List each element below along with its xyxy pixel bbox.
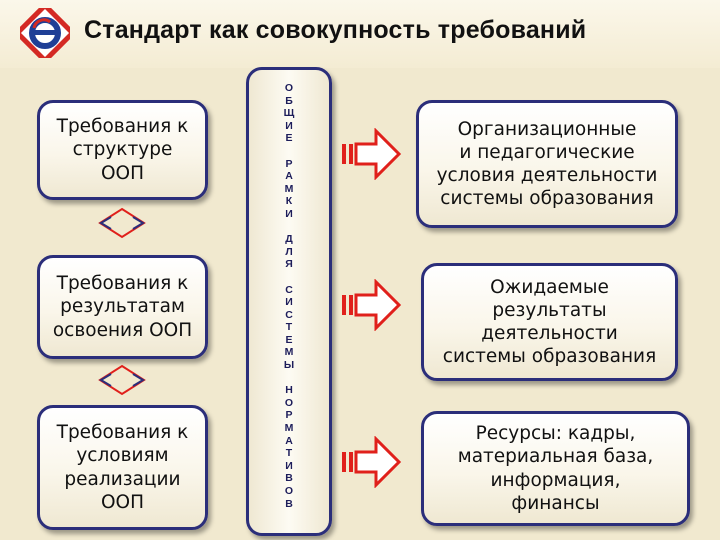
double-arrow-diamond-icon xyxy=(98,207,146,239)
vertical-letter: Л xyxy=(285,245,293,258)
resources-box: Ресурсы: кадры, материальная база, инфор… xyxy=(421,411,690,526)
vertical-letter: О xyxy=(284,485,294,497)
vertical-gap xyxy=(288,145,291,158)
vertical-gap xyxy=(288,372,291,385)
vertical-letter: И xyxy=(285,459,293,472)
vertical-letter: Т xyxy=(285,321,293,334)
vertical-letter: В xyxy=(285,472,293,485)
vertical-letter: И xyxy=(285,119,293,132)
requirements-structure-box: Требования к структуре ООП xyxy=(37,100,208,200)
vertical-letter: И xyxy=(285,207,293,220)
vertical-letter: С xyxy=(285,308,293,321)
vertical-letter: И xyxy=(285,296,293,309)
education-standard-logo-icon xyxy=(20,8,70,58)
vertical-letter: Ы xyxy=(283,359,295,372)
vertical-letter: М xyxy=(284,422,294,435)
vertical-letter: А xyxy=(285,170,293,183)
vertical-gap xyxy=(288,271,291,284)
vertical-letter: Б xyxy=(285,94,293,107)
vertical-letter: Е xyxy=(285,132,293,145)
double-arrow-diamond-icon xyxy=(98,364,146,396)
vertical-letter: Н xyxy=(285,384,293,397)
red-block-arrow-icon xyxy=(342,436,402,488)
vertical-letter: Р xyxy=(285,409,293,422)
requirements-conditions-box: Требования к условиям реализации ООП xyxy=(37,405,208,530)
vertical-letter: Д xyxy=(285,233,293,246)
vertical-letter: О xyxy=(284,396,294,409)
vertical-letter: В xyxy=(285,497,293,510)
page-title: Стандарт как совокупность требований xyxy=(84,16,587,44)
vertical-letter: Е xyxy=(285,333,293,346)
vertical-letter: Р xyxy=(285,157,293,170)
expected-results-box: Ожидаемые результаты деятельности систем… xyxy=(421,263,678,381)
vertical-letter: М xyxy=(284,346,294,359)
vertical-letter: Т xyxy=(285,447,293,460)
red-block-arrow-icon xyxy=(342,128,402,180)
header-bar: Стандарт как совокупность требований xyxy=(0,0,720,68)
vertical-letter: О xyxy=(284,82,294,94)
vertical-letter: К xyxy=(285,195,293,208)
vertical-letter: Щ xyxy=(283,107,295,120)
red-block-arrow-icon xyxy=(342,279,402,331)
vertical-letter: Я xyxy=(285,258,293,271)
organizational-conditions-box: Организационные и педагогические условия… xyxy=(416,100,678,228)
vertical-letter: А xyxy=(285,434,293,447)
vertical-letter: С xyxy=(285,283,293,296)
vertical-gap xyxy=(288,221,291,234)
requirements-results-box: Требования к результатам освоения ООП xyxy=(37,255,208,359)
vertical-letter: М xyxy=(284,182,294,195)
